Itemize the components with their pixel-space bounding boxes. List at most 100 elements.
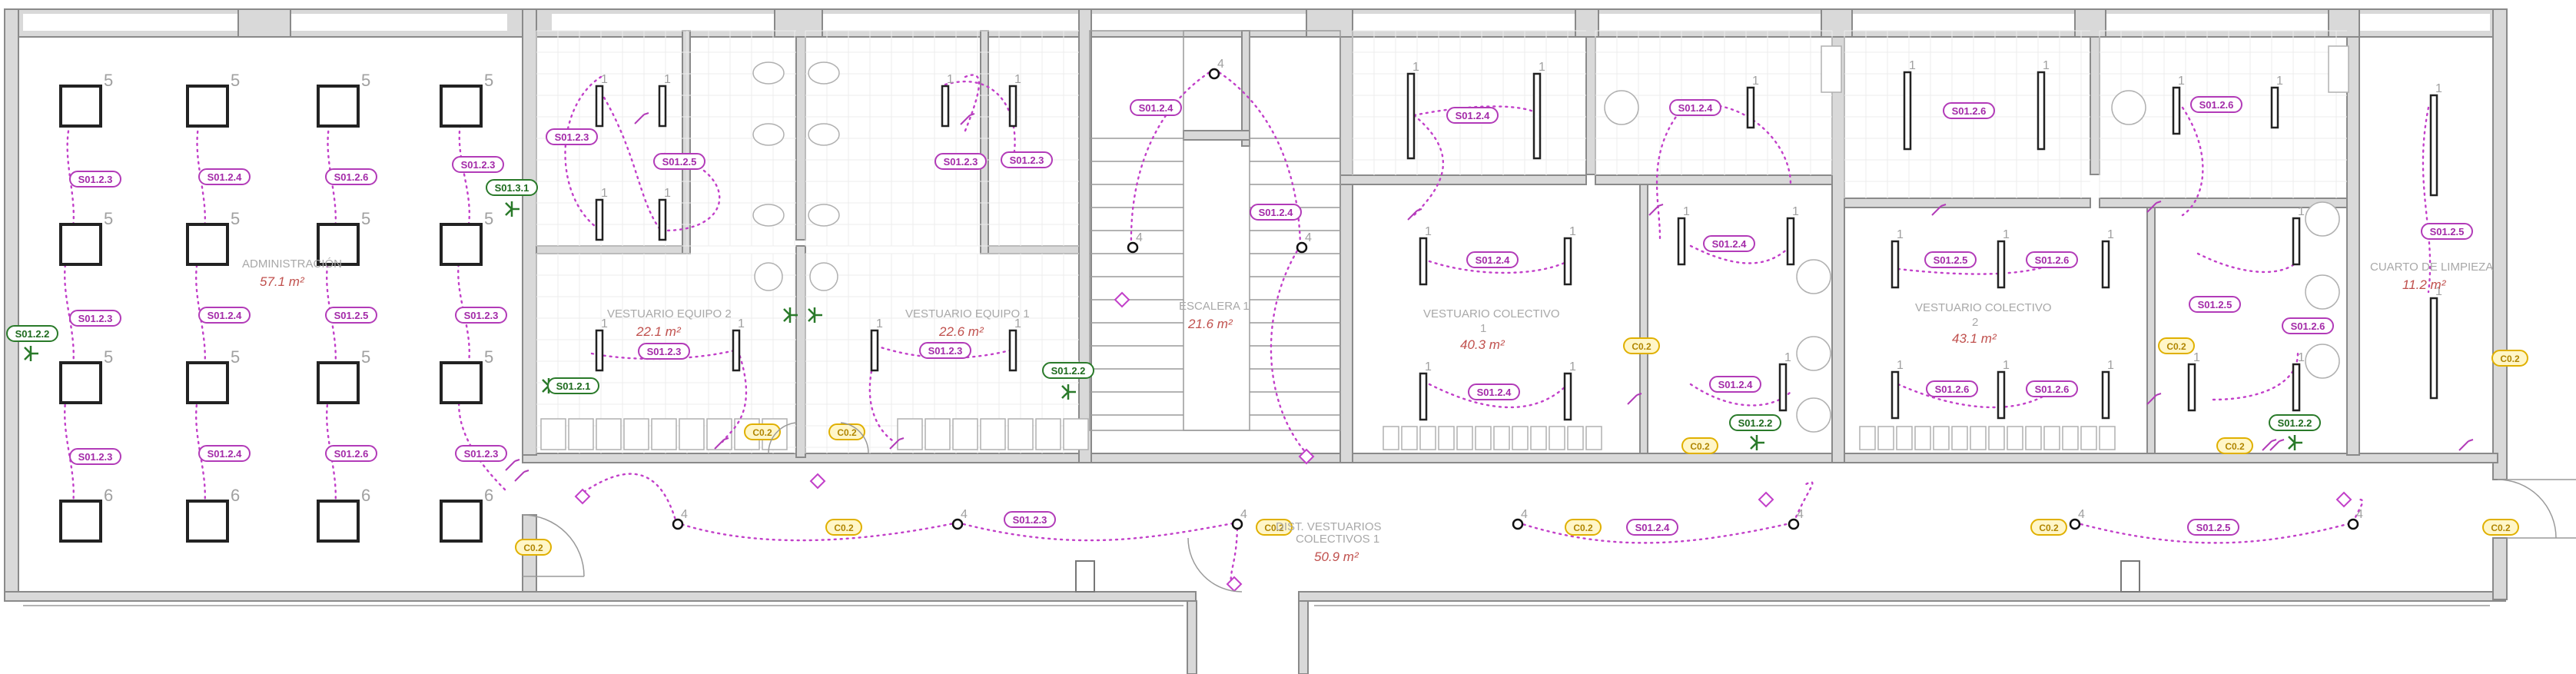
fixture-count: 1 bbox=[2178, 75, 2185, 88]
emergency-light-icon bbox=[809, 473, 826, 490]
sink-icon bbox=[809, 262, 838, 291]
downlight-icon bbox=[2347, 518, 2359, 530]
toilet-icon bbox=[752, 204, 785, 227]
mechanism-icon bbox=[1061, 384, 1076, 400]
circuit-label-pill bbox=[2026, 380, 2078, 397]
circuit-label-text: C0.2 bbox=[2166, 341, 2186, 352]
ceiling-light-icon bbox=[59, 85, 102, 128]
fixture-count: 4 bbox=[2078, 508, 2085, 521]
room-name-vestuario-colectivo-1: VESTUARIO COLECTIVO bbox=[1423, 307, 1560, 320]
mechanism-icon bbox=[808, 307, 822, 323]
circuit-label-pill bbox=[934, 153, 987, 170]
circuit-label-pill bbox=[198, 168, 251, 185]
bench-icon bbox=[596, 418, 622, 450]
circuit-label-text: S01.2.4 bbox=[1456, 110, 1491, 121]
room-name-dist-vestuarios: DIST. VESTUARIOS bbox=[1276, 520, 1382, 533]
shower-icon bbox=[1796, 259, 1831, 294]
bench-icon bbox=[651, 418, 677, 450]
bench-icon bbox=[1063, 418, 1089, 450]
toilet-icon bbox=[1821, 45, 1842, 93]
shower-icon bbox=[2305, 201, 2340, 237]
fixture-count: 1 bbox=[1412, 61, 1419, 74]
circuit-label-pill bbox=[2026, 251, 2078, 268]
mechanism-icon bbox=[24, 346, 38, 361]
fixture-count: 1 bbox=[2298, 351, 2305, 364]
room-area-vestuario-colectivo-2: 43.1 m² bbox=[1952, 331, 1997, 346]
emergency-light-icon bbox=[1758, 491, 1774, 508]
bench-icon bbox=[897, 418, 923, 450]
fixture-count: 4 bbox=[1217, 58, 1224, 71]
fixture-count: 1 bbox=[2043, 59, 2050, 72]
circuit-line bbox=[964, 74, 981, 132]
shower-icon bbox=[1604, 90, 1639, 125]
shower-icon bbox=[2305, 344, 2340, 379]
circuit-label-text: S01.2.4 bbox=[1635, 522, 1671, 533]
ceiling-light-icon bbox=[59, 500, 102, 543]
bench-icon bbox=[623, 418, 649, 450]
fixture-count: 1 bbox=[601, 187, 608, 200]
fixture-count: 5 bbox=[231, 71, 240, 90]
circuit-label-text: S01.2.4 bbox=[1139, 102, 1174, 114]
bench-icon bbox=[1438, 426, 1455, 450]
ceiling-light-icon bbox=[440, 85, 483, 128]
mechanism-icon bbox=[783, 307, 798, 323]
circuit-label-pill bbox=[1703, 235, 1755, 252]
circuit-label-text: C0.2 bbox=[752, 427, 772, 438]
circuit-line bbox=[564, 75, 603, 232]
circuit-label-pill bbox=[1130, 99, 1182, 116]
emergency-light-icon bbox=[1114, 291, 1130, 308]
circuit-label-pill bbox=[325, 168, 377, 185]
circuit-label-pill bbox=[1004, 511, 1056, 528]
room-name-cuarto-limpieza: CUARTO DE LIMPIEZA bbox=[2370, 261, 2493, 274]
circuit-label-text: S01.2.3 bbox=[1010, 154, 1044, 166]
circuit-line bbox=[2181, 106, 2204, 217]
tube-light-icon bbox=[2429, 94, 2438, 197]
fixture-count: 5 bbox=[104, 347, 113, 367]
room-name-vestuario-equipo-1: VESTUARIO EQUIPO 1 bbox=[905, 307, 1030, 320]
circuit-label-text: S01.2.2 bbox=[1051, 365, 1086, 377]
circuit-label-text: C0.2 bbox=[2039, 523, 2059, 533]
fixture-count: 4 bbox=[1797, 508, 1804, 521]
tube-light-icon bbox=[1891, 370, 1900, 420]
circuit-line bbox=[599, 91, 662, 232]
circuit-label-text: S01.2.6 bbox=[2199, 99, 2234, 111]
fixture-count: 4 bbox=[681, 508, 688, 521]
circuit-line bbox=[1655, 106, 1685, 240]
fixture-count: 6 bbox=[361, 486, 370, 505]
fixture-count: 1 bbox=[2298, 205, 2305, 218]
circuit-label-pill bbox=[452, 156, 504, 173]
fixture-count: 1 bbox=[2003, 228, 2010, 241]
fixture-count: 1 bbox=[947, 73, 954, 86]
circuit-line bbox=[1130, 68, 1216, 247]
fixture-count: 6 bbox=[484, 486, 493, 505]
fixture-count: 4 bbox=[2356, 508, 2363, 521]
circuit-line bbox=[1428, 383, 1569, 409]
switch-icon bbox=[2458, 439, 2474, 451]
mechanism-icon bbox=[1750, 435, 1764, 450]
fixture-count: 5 bbox=[104, 71, 113, 90]
circuit-label-pill bbox=[198, 445, 251, 462]
circuit-label-text: S01.2.5 bbox=[334, 310, 369, 321]
ceiling-light-icon bbox=[186, 223, 229, 266]
circuit-label-pill bbox=[198, 307, 251, 324]
bench-icon bbox=[1896, 426, 1913, 450]
tube-light-icon bbox=[1746, 86, 1755, 129]
circuit-label-pill bbox=[1924, 251, 1977, 268]
emergency-light-icon bbox=[1298, 448, 1315, 465]
bench-icon bbox=[1585, 426, 1602, 450]
toilet-icon bbox=[808, 123, 840, 146]
bench-icon bbox=[2007, 426, 2023, 450]
room-area-administracion: 57.1 m² bbox=[260, 274, 305, 289]
tube-light-icon bbox=[2101, 240, 2110, 289]
tube-light-icon bbox=[595, 198, 604, 241]
circuit-label-text: S01.2.3 bbox=[944, 156, 978, 168]
circuit-line bbox=[2422, 106, 2432, 294]
emergency-light-icon bbox=[2335, 491, 2352, 508]
circuit-label-pill bbox=[547, 377, 599, 394]
tube-light-icon bbox=[658, 198, 667, 241]
fixture-count: 1 bbox=[1539, 61, 1545, 74]
fixture-count: 1 bbox=[1569, 225, 1576, 238]
circuit-label-pill bbox=[653, 153, 705, 170]
circuit-labels: S01.2.3S01.2.3S01.2.3S01.2.4S01.2.4S01.2… bbox=[6, 96, 2528, 556]
circuit-label-text: S01.2.2 bbox=[15, 328, 50, 340]
